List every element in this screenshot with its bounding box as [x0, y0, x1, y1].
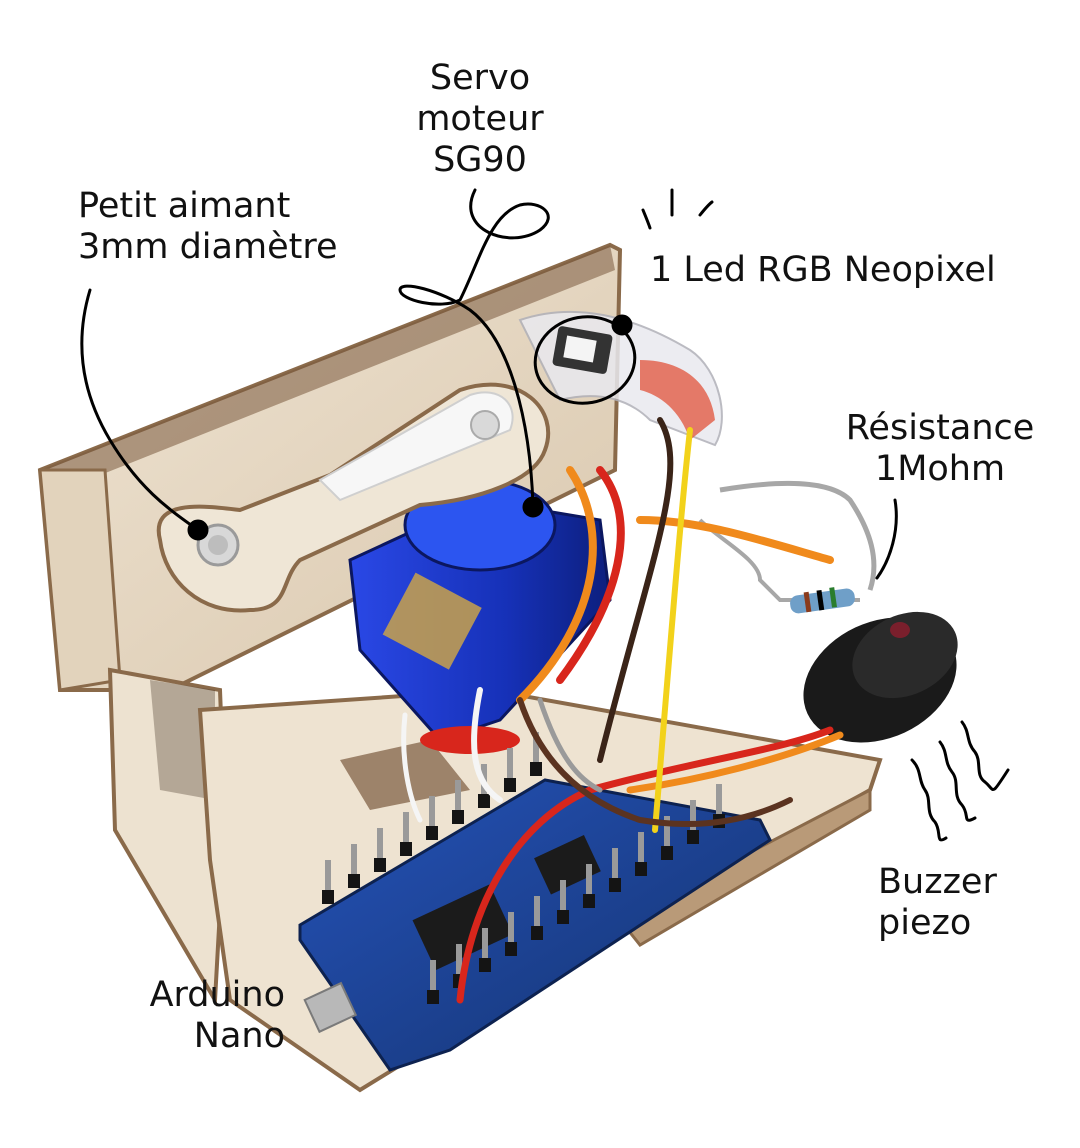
buzzer-label-line2: piezo [878, 903, 972, 943]
header-pin-top [429, 796, 435, 836]
led-marker-dot [611, 314, 633, 336]
wires [401, 417, 844, 1004]
header-pin-bottom-base [583, 894, 595, 908]
header-pin-top-base [504, 778, 516, 792]
annotation-marks [80, 188, 1010, 842]
header-pin-bottom [534, 896, 540, 936]
arduino-label-line1: Arduino [149, 975, 285, 1015]
header-pin-bottom-base [427, 990, 439, 1004]
resistor-leader-line [875, 498, 898, 580]
header-pin-bottom [482, 928, 488, 968]
magnet-label-line2: 3mm diamètre [78, 227, 338, 267]
led-spark-right [698, 200, 714, 217]
header-pin-bottom-base [661, 846, 673, 860]
header-pin-top [351, 844, 357, 884]
header-pin-top-base [452, 810, 464, 824]
header-pin-bottom [612, 848, 618, 888]
led-spark-left [641, 208, 652, 230]
header-pin-top [533, 732, 539, 772]
piezo-buzzer [803, 611, 958, 743]
buzzer-vibration-1 [910, 758, 948, 842]
header-pin-bottom-base [479, 958, 491, 972]
header-pin-bottom-base [557, 910, 569, 924]
resistor-label-line1: Résistance [845, 408, 1035, 448]
header-pin-bottom [664, 816, 670, 856]
header-pin-bottom-base [609, 878, 621, 892]
header-pin-top-base [400, 842, 412, 856]
header-pin-bottom [430, 960, 436, 1000]
buzzer-vibration-2 [938, 740, 977, 822]
buzzer-label: Buzzer piezo [878, 862, 997, 944]
header-pin-bottom [586, 864, 592, 904]
header-pin-bottom-base [531, 926, 543, 940]
servo-label: Servo moteur SG90 [400, 58, 560, 181]
buzzer-vibration-3 [960, 720, 1010, 791]
header-pin-bottom [508, 912, 514, 952]
magnet-label-line1: Petit aimant [78, 186, 291, 226]
header-pin-top-base [530, 762, 542, 776]
header-pin-bottom-base [687, 830, 699, 844]
magnet-label: Petit aimant 3mm diamètre [78, 186, 337, 268]
header-pin-bottom-base [505, 942, 517, 956]
led-label-text: 1 Led RGB Neopixel [650, 250, 996, 290]
header-pin-bottom-base [635, 862, 647, 876]
servo-label-line1: Servo [429, 58, 531, 98]
header-pin-top-base [478, 794, 490, 808]
buzzer-label-line1: Buzzer [878, 862, 997, 902]
header-pin-bottom [456, 944, 462, 984]
header-pin-top-base [322, 890, 334, 904]
neopixel-led [518, 310, 723, 447]
header-pin-bottom [638, 832, 644, 872]
led-highlight-circle [533, 315, 637, 405]
led-label: 1 Led RGB Neopixel [650, 250, 996, 291]
servo-marker-dot [522, 496, 544, 518]
header-pin-top [377, 828, 383, 868]
lever-arm [156, 382, 551, 613]
header-pin-top [455, 780, 461, 820]
header-pin-top-base [374, 858, 386, 872]
header-pin-bottom [716, 784, 722, 824]
servo-label-line3: SG90 [433, 140, 527, 180]
magnet-marker-dot [187, 519, 209, 541]
header-pin-top [507, 748, 513, 788]
arduino-label: Arduino Nano [120, 975, 285, 1057]
servo-label-line2: moteur [416, 99, 544, 139]
header-pin-top-base [426, 826, 438, 840]
arduino-label-line2: Nano [193, 1016, 285, 1056]
header-pin-top [403, 812, 409, 852]
magnet-leader-line [80, 288, 200, 532]
resistor-label-line2: 1Mohm [874, 449, 1006, 489]
header-pin-bottom [690, 800, 696, 840]
resistor-label: Résistance 1Mohm [845, 408, 1035, 490]
header-pin-bottom [560, 880, 566, 920]
header-pin-top [325, 860, 331, 900]
servo-leader-line [398, 188, 550, 507]
header-pin-top-base [348, 874, 360, 888]
